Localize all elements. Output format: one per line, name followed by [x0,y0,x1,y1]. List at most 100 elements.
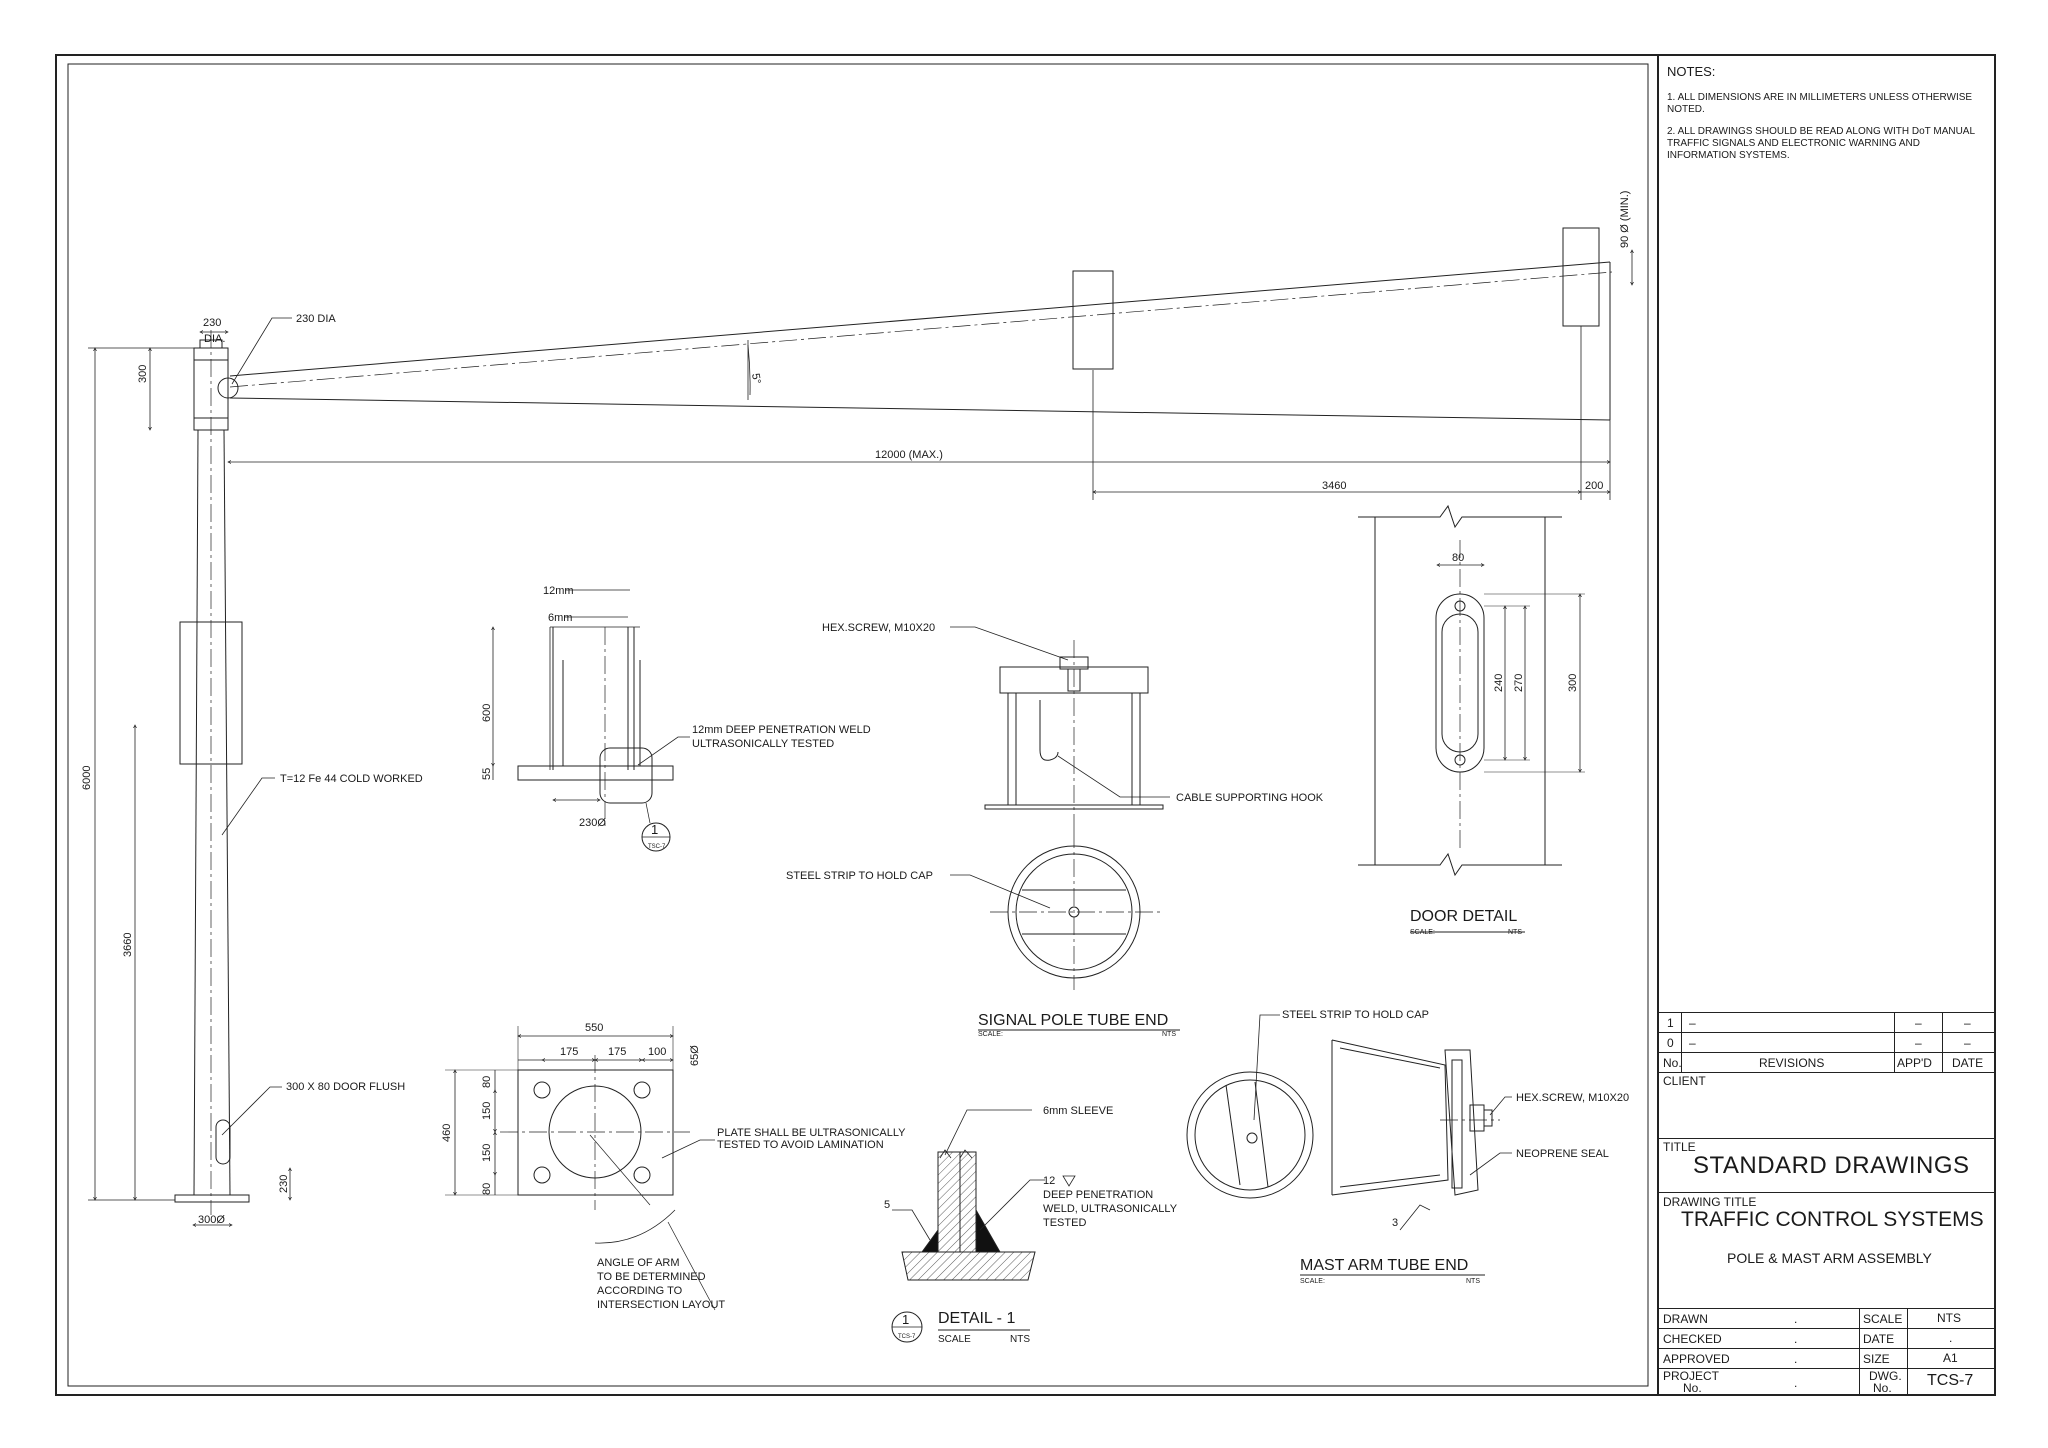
weld-callout-a: 12mm DEEP PENETRATION WELD [692,724,871,736]
weld-detail [493,589,690,852]
door-h240: 240 [1493,674,1505,692]
arm-end-dia: 90 Ø (MIN.) [1619,191,1631,248]
mast-seal-label: NEOPRENE SEAL [1516,1148,1609,1160]
date-label: DATE [1863,1332,1895,1346]
base-h150a: 150 [481,1102,493,1120]
size-label: SIZE [1863,1352,1890,1366]
base-d175a: 175 [560,1046,578,1058]
mast-scale-value: NTS [1466,1278,1480,1285]
pole-door: 300 X 80 DOOR FLUSH [286,1081,405,1093]
signal-end-title: SIGNAL POLE TUBE END [978,1012,1168,1029]
approved-value: . [1794,1352,1798,1366]
detail1-title: DETAIL - 1 [938,1310,1015,1327]
arm-angle: 5° [749,372,763,384]
door-detail [1358,504,1585,933]
door-scale-label: SCALE: [1410,929,1435,936]
door-detail-title: DOOR DETAIL [1410,908,1517,925]
size-value: A1 [1943,1351,1958,1365]
project-label-2: No. [1683,1381,1702,1395]
pole-head-height: 300 [137,365,149,383]
rev-header-date: DATE [1952,1056,1984,1070]
arm-length: 12000 (MAX.) [875,449,943,461]
pole-top-dia-a: 230 [203,317,221,329]
approved-label: APPROVED [1663,1352,1730,1366]
scale-label: SCALE [1863,1312,1903,1326]
detail1-sleeve: 6mm SLEEVE [1043,1105,1113,1117]
drawing-sheet-border [55,54,1996,1396]
drawing-frame [67,63,1649,1387]
base-h460: 460 [441,1124,453,1142]
base-d100: 100 [648,1046,666,1058]
drawing-title-label: DRAWING TITLE [1663,1195,1757,1209]
base-angle-b: TO BE DETERMINED [597,1271,706,1283]
drawn-label: DRAWN [1663,1312,1708,1326]
mast-scale-label: SCALE: [1300,1278,1325,1285]
base-h80b: 80 [481,1183,493,1195]
detail1-weld5: 5 [884,1199,890,1211]
signal-hook-label: CABLE SUPPORTING HOOK [1176,792,1324,804]
detail1-scale-label: SCALE [938,1334,971,1345]
note-1: 1. ALL DIMENSIONS ARE IN MILLIMETERS UNL… [1667,92,1973,115]
drawn-value: . [1794,1312,1798,1326]
pole-material: T=12 Fe 44 COLD WORKED [280,773,423,785]
pole-height: 6000 [81,766,93,790]
base-angle-a: ANGLE OF ARM [597,1257,680,1269]
checked-value: . [1794,1332,1798,1346]
pole-top-dia-b: DIA. [204,333,225,345]
notes-title: NOTES: [1667,64,1716,79]
rev-header-desc: REVISIONS [1759,1056,1825,1070]
project-label: PROJECT [1663,1369,1720,1383]
signal-offset: 3460 [1322,480,1346,492]
base-plate [445,1026,716,1311]
base-angle-d: INTERSECTION LAYOUT [597,1299,725,1311]
date-value: . [1949,1331,1953,1345]
mast-end-title: MAST ARM TUBE END [1300,1257,1468,1274]
base-d175b: 175 [608,1046,626,1058]
detail1-weld12: 12 [1043,1175,1055,1187]
base-h150b: 150 [481,1144,493,1162]
detail1-bubble-ref: TCS-7 [898,1334,916,1340]
base-w550: 550 [585,1022,603,1034]
base-d65: 65Ø [689,1045,701,1066]
rev-row-1-no: 1 [1667,1016,1674,1030]
client-label: CLIENT [1663,1074,1706,1088]
dwg-label-2: No. [1873,1381,1892,1395]
weld-callout-b: ULTRASONICALLY TESTED [692,738,834,750]
note-2: 2. ALL DRAWINGS SHOULD BE READ ALONG WIT… [1667,126,1975,161]
weld-bubble-no: 1 [651,822,658,837]
weld-d12: 12mm [543,585,574,597]
sheet-title: STANDARD DRAWINGS [1693,1152,1970,1179]
pole-dia-callout: 230 DIA [296,313,336,325]
end-offset: 200 [1585,480,1603,492]
rev-row-0-desc: – [1689,1036,1696,1050]
weld-h55: 55 [481,768,493,780]
detail1-weld-c: TESTED [1043,1217,1086,1229]
signal-screw-label: HEX.SCREW, M10X20 [822,622,935,634]
rev-row-0-appd: – [1915,1036,1922,1050]
door-w80: 80 [1452,552,1464,564]
signal-scale-value: NTS [1162,1031,1176,1038]
base-dia: 300Ø [198,1214,225,1226]
detail-1 [891,1109,1076,1343]
dwg-label: DWG. [1869,1369,1902,1383]
door-height: 3660 [122,933,134,957]
detail1-weld-b: WELD, ULTRASONICALLY [1043,1203,1178,1215]
drawing-title: TRAFFIC CONTROL SYSTEMS [1681,1208,1984,1231]
weld-bubble-ref: TSC-7 [648,844,666,850]
checked-label: CHECKED [1663,1332,1722,1346]
title-block: NOTES: 1. ALL DIMENSIONS ARE IN MILLIMET… [1657,54,1996,1396]
drawing-subtitle: POLE & MAST ARM ASSEMBLY [1727,1250,1932,1266]
rev-row-0-date: – [1964,1036,1971,1050]
detail1-scale-value: NTS [1010,1334,1030,1345]
rev-row-1-date: – [1964,1016,1971,1030]
signal-pole-tube-end [950,626,1180,1031]
mast-screw-label: HEX.SCREW, M10X20 [1516,1092,1629,1104]
weld-dia: 230Ø [579,817,606,829]
weld-h600: 600 [481,704,493,722]
base-h80a: 80 [481,1076,493,1088]
detail1-weld-a: DEEP PENETRATION [1043,1189,1153,1201]
door-scale-value: NTS [1508,929,1522,936]
rev-row-1-desc: – [1689,1016,1696,1030]
base-callout-a: PLATE SHALL BE ULTRASONICALLY [717,1127,906,1139]
